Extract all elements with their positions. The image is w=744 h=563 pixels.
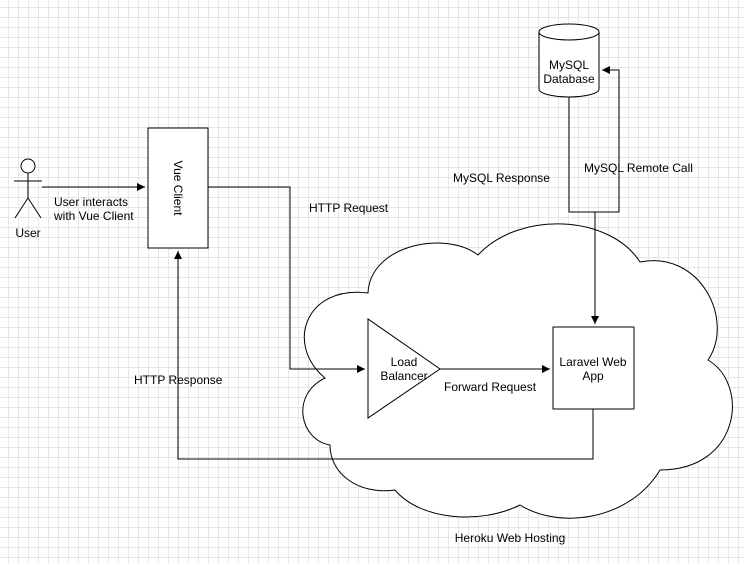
- laravel-label-line2: App: [582, 369, 604, 383]
- heroku-label: Heroku Web Hosting: [455, 531, 566, 545]
- mysql-database-cylinder: [538, 23, 600, 98]
- load-balancer-label-line2: Balancer: [380, 369, 427, 383]
- user-label: User: [15, 226, 40, 240]
- edge-label-user-interacts-1: User interacts: [54, 195, 128, 209]
- user-actor-icon: [14, 158, 42, 219]
- heroku-cloud-shape: [302, 223, 733, 519]
- mysql-label-line1: MySQL: [549, 58, 589, 72]
- edge-label-mysql-remote-call: MySQL Remote Call: [584, 161, 693, 175]
- vue-client-label: Vue Client: [171, 161, 185, 217]
- edge-mysql-remote-call: [568, 66, 620, 213]
- laravel-app-box: [552, 326, 635, 410]
- edge-label-forward-request: Forward Request: [444, 380, 537, 394]
- mysql-label-line2: Database: [543, 72, 595, 86]
- vue-client-box: [147, 127, 209, 249]
- load-balancer-label-line1: Load: [391, 355, 418, 369]
- load-balancer-triangle: [367, 318, 441, 419]
- edge-label-http-request: HTTP Request: [309, 201, 389, 215]
- edge-http-request: [208, 186, 365, 373]
- edge-label-user-interacts-2: with Vue Client: [53, 209, 134, 223]
- edge-label-http-response: HTTP Response: [134, 373, 223, 387]
- laravel-label-line1: Laravel Web: [559, 355, 626, 369]
- edge-http-response: [174, 251, 594, 460]
- edge-label-mysql-response: MySQL Response: [453, 171, 550, 185]
